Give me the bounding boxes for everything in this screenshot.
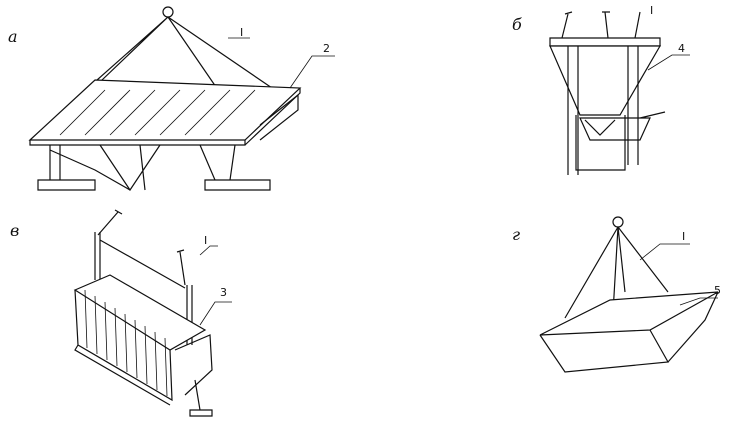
callout-1: I — [204, 234, 207, 247]
figure-a-panel-sling: а I 2 — [8, 6, 335, 192]
callout-4: 4 — [678, 42, 685, 55]
figure-g-tub: г I 5 — [512, 216, 721, 373]
callout-2: 2 — [323, 42, 330, 55]
lifting-hook-ring — [162, 6, 174, 18]
callout-1: I — [240, 26, 243, 39]
figure-a-label: а — [8, 27, 18, 46]
figure-b-label: б — [512, 15, 522, 34]
figure-b-hopper: б I 4 — [512, 4, 690, 175]
callout-5: 5 — [714, 284, 721, 297]
figure-g-label: г — [512, 225, 520, 244]
callout-3: 3 — [220, 286, 227, 299]
figure-v-cage: в I 3 — [10, 209, 232, 417]
callout-1: I — [650, 4, 653, 17]
figure-v-label: в — [10, 221, 19, 240]
callout-1: I — [682, 230, 685, 243]
lifting-hook-ring — [612, 216, 624, 228]
